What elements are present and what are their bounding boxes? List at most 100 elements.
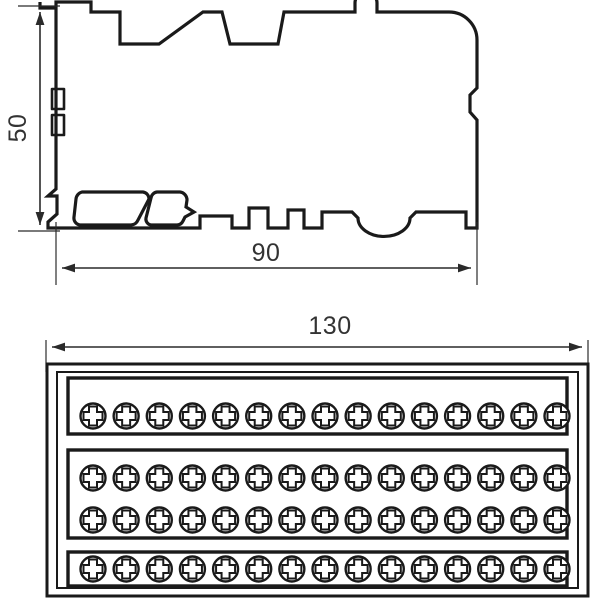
screw-terminal[interactable]	[377, 555, 405, 583]
screw-terminal[interactable]	[245, 555, 273, 583]
screw-terminal[interactable]	[377, 506, 405, 534]
screw-head-ring	[145, 506, 173, 534]
screw-terminal[interactable]	[477, 464, 505, 492]
screw-terminal[interactable]	[145, 464, 173, 492]
screw-head-ring	[344, 402, 372, 430]
screw-terminal[interactable]	[112, 506, 140, 534]
screw-terminal[interactable]	[145, 506, 173, 534]
screw-terminal[interactable]	[510, 506, 538, 534]
screw-terminal[interactable]	[311, 506, 339, 534]
screw-cross-slot-icon	[380, 405, 402, 427]
height-dim-label: 50	[4, 114, 32, 143]
screw-cross-slot-icon	[347, 405, 369, 427]
screw-terminal[interactable]	[344, 402, 372, 430]
screw-head-ring	[510, 506, 538, 534]
housing-outer-frame	[45, 362, 590, 598]
screw-terminal[interactable]	[543, 506, 571, 534]
screw-terminal[interactable]	[344, 506, 372, 534]
screw-terminal[interactable]	[112, 555, 140, 583]
screw-terminal[interactable]	[245, 506, 273, 534]
screw-terminal-row	[79, 506, 571, 534]
screw-cross-slot-icon	[248, 405, 270, 427]
screw-terminal[interactable]	[278, 555, 306, 583]
screw-terminal[interactable]	[311, 402, 339, 430]
screw-head-ring	[245, 555, 273, 583]
screw-terminal[interactable]	[377, 402, 405, 430]
screw-cross-slot-icon	[82, 467, 104, 489]
screw-terminal[interactable]	[410, 555, 439, 583]
screw-head-ring	[477, 506, 505, 534]
screw-terminal[interactable]	[510, 464, 538, 492]
screw-cross-slot-icon	[380, 558, 402, 580]
screw-terminal[interactable]	[278, 464, 306, 492]
screw-terminal[interactable]	[410, 402, 439, 430]
screw-terminal[interactable]	[543, 402, 571, 430]
screw-cross-slot-icon	[115, 509, 137, 531]
screw-cross-slot-icon	[215, 405, 237, 427]
screw-terminal[interactable]	[145, 402, 173, 430]
screw-cross-slot-icon	[181, 467, 203, 489]
screw-terminal[interactable]	[211, 506, 240, 534]
screw-terminal[interactable]	[443, 506, 472, 534]
screw-terminal[interactable]	[311, 464, 339, 492]
screw-cross-slot-icon	[215, 467, 237, 489]
screw-terminal[interactable]	[377, 464, 405, 492]
screw-terminal[interactable]	[112, 464, 140, 492]
screw-terminal[interactable]	[311, 555, 339, 583]
screw-terminal[interactable]	[510, 402, 538, 430]
screw-terminal[interactable]	[543, 555, 571, 583]
screw-head-ring	[112, 555, 140, 583]
screw-terminal[interactable]	[410, 464, 439, 492]
screw-terminal[interactable]	[79, 555, 107, 583]
screw-head-ring	[311, 464, 339, 492]
screw-terminal[interactable]	[344, 464, 372, 492]
screw-head-ring	[311, 402, 339, 430]
screw-terminal[interactable]	[245, 464, 273, 492]
screw-terminal[interactable]	[477, 506, 505, 534]
screw-terminal[interactable]	[79, 402, 107, 430]
screw-terminal[interactable]	[79, 506, 107, 534]
screw-cross-slot-icon	[447, 558, 469, 580]
screw-head-ring	[344, 555, 372, 583]
screw-terminal[interactable]	[278, 402, 306, 430]
screw-head-ring	[344, 506, 372, 534]
screw-terminal[interactable]	[145, 555, 173, 583]
screw-terminal[interactable]	[245, 402, 273, 430]
screw-cross-slot-icon	[115, 558, 137, 580]
screw-terminal[interactable]	[443, 402, 472, 430]
screw-cross-slot-icon	[148, 558, 170, 580]
din-rail-clip-upper	[50, 87, 66, 111]
screw-cross-slot-icon	[314, 558, 336, 580]
screw-terminal[interactable]	[543, 464, 571, 492]
screw-cross-slot-icon	[181, 509, 203, 531]
screw-terminal[interactable]	[443, 464, 472, 492]
screw-head-ring	[510, 402, 538, 430]
screw-terminal[interactable]	[344, 555, 372, 583]
screw-terminal[interactable]	[112, 402, 140, 430]
screw-terminal[interactable]	[410, 506, 439, 534]
screw-terminal[interactable]	[443, 555, 472, 583]
screw-terminal[interactable]	[178, 506, 207, 534]
screw-cross-slot-icon	[115, 467, 137, 489]
screw-head-ring	[211, 464, 240, 492]
screw-terminal[interactable]	[178, 402, 207, 430]
depth-dim-label: 90	[252, 239, 281, 267]
screw-cross-slot-icon	[347, 558, 369, 580]
screw-head-ring	[443, 555, 472, 583]
screw-head-ring	[410, 506, 439, 534]
screw-terminal[interactable]	[178, 555, 207, 583]
screw-cross-slot-icon	[480, 405, 502, 427]
screw-cross-slot-icon	[314, 467, 336, 489]
screw-cross-slot-icon	[181, 405, 203, 427]
screw-terminal[interactable]	[211, 402, 240, 430]
screw-terminal[interactable]	[510, 555, 538, 583]
screw-terminal[interactable]	[278, 506, 306, 534]
screw-terminal[interactable]	[79, 464, 107, 492]
screw-head-ring	[245, 464, 273, 492]
screw-terminal[interactable]	[211, 464, 240, 492]
screw-terminal[interactable]	[211, 555, 240, 583]
screw-terminal[interactable]	[477, 402, 505, 430]
din-rail-clip-lower	[50, 113, 66, 137]
screw-terminal[interactable]	[178, 464, 207, 492]
screw-terminal[interactable]	[477, 555, 505, 583]
